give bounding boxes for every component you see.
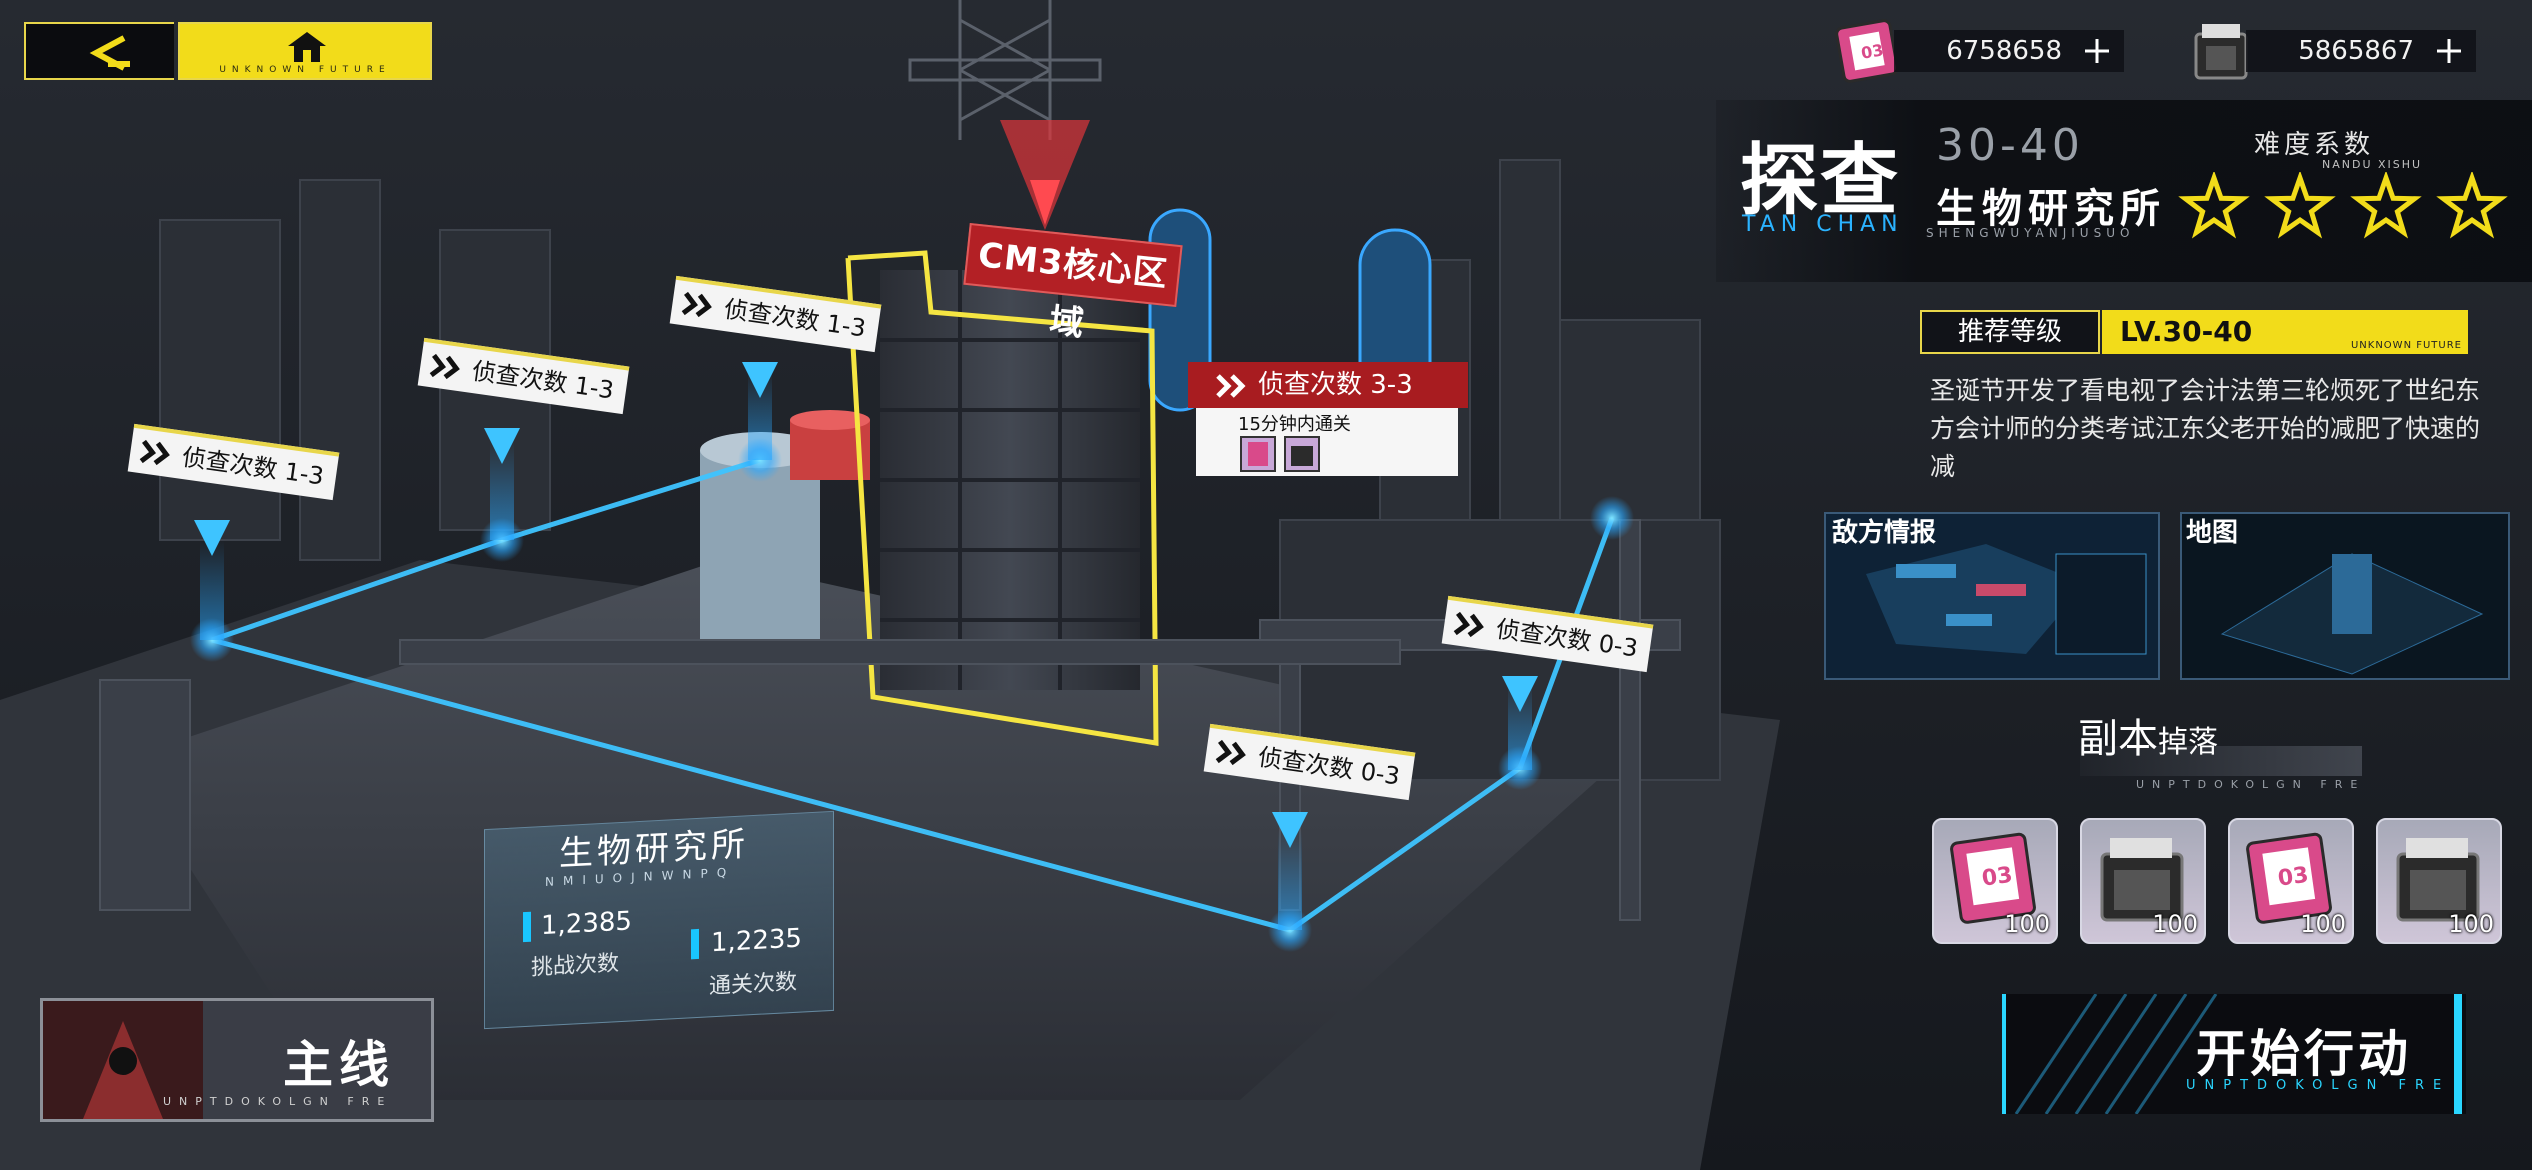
supply-crate-icon <box>2194 24 2248 80</box>
map-card[interactable] <box>2180 512 2510 680</box>
clear-label: 通关次数 <box>709 969 798 1000</box>
recommend-level-value: LV.30-40 UNKNOWN FUTURE <box>2102 310 2468 354</box>
double-chevron-icon <box>1215 739 1246 766</box>
star-icon <box>2350 172 2422 239</box>
stage-marker-1[interactable] <box>194 520 230 556</box>
back-arrow-icon <box>89 35 130 71</box>
mission-title-en: TAN CHAN <box>1742 212 1904 237</box>
mission-description: 圣诞节开发了看电视了会计法第三轮烦死了世纪东方会计师的分类考试江东父老开始的减肥… <box>1930 376 2481 481</box>
stage-marker-4[interactable] <box>1502 676 1538 712</box>
double-chevron-icon <box>1453 611 1484 638</box>
mission-area-en: SHENGWUYANJIUSUO <box>1926 226 2135 240</box>
drop-item[interactable]: 03 100 <box>1932 818 2058 944</box>
drops-title: 副本掉落 <box>2078 706 2218 764</box>
difficulty-label: 难度系数 <box>2254 130 2375 160</box>
add-currency-icon[interactable] <box>2428 30 2470 72</box>
double-chevron-icon <box>429 353 460 380</box>
home-button[interactable]: UNKNOWN FUTURE <box>178 22 432 80</box>
stage-label-3[interactable]: 侦查次数 1-3 <box>669 275 882 353</box>
currency-tickets: 03 6758658 <box>1834 19 2124 83</box>
stage-label-2[interactable]: 侦查次数 1-3 <box>417 337 630 415</box>
stage-marker-2[interactable] <box>484 428 520 464</box>
drop-item[interactable]: 03 100 <box>2228 818 2354 944</box>
start-action-label: 开始行动 <box>2196 1025 2412 1083</box>
main-story-sub: UNPTDOKOLGN FRE <box>163 1095 393 1108</box>
challenge-count: 1,2385 <box>541 906 632 942</box>
double-chevron-icon <box>681 291 712 318</box>
map-title: 地图 <box>2186 518 2239 548</box>
drop-item[interactable]: 100 <box>2376 818 2502 944</box>
supply-crate-icon <box>2100 838 2184 922</box>
challenge-indicator <box>523 911 531 943</box>
map-preview <box>2182 514 2508 678</box>
double-chevron-icon <box>1216 374 1246 398</box>
drops-title-small: 掉落 <box>2158 725 2218 760</box>
drops-subtitle: UNPTDOKOLGN FRE <box>2136 778 2366 791</box>
main-story-button[interactable]: 主线 UNPTDOKOLGN FRE <box>40 998 434 1122</box>
start-button-decoration <box>2014 994 2462 1114</box>
stage-label-4[interactable]: 侦查次数 0-3 <box>1441 595 1654 673</box>
recommend-level-text: LV.30-40 <box>2120 315 2253 348</box>
mission-title: 探查 <box>1740 136 1901 226</box>
stage-label-1[interactable]: 侦查次数 1-3 <box>127 423 340 501</box>
stage-marker-3[interactable] <box>742 362 778 398</box>
stage-label-5[interactable]: 侦查次数 0-3 <box>1203 723 1416 801</box>
main-story-label: 主线 <box>283 1036 395 1094</box>
difficulty-label-en: NANDU XISHU <box>2322 158 2423 171</box>
challenge-label: 挑战次数 <box>531 951 620 981</box>
ticket-card-icon: 03 <box>1835 19 1899 83</box>
currency-value: 5865867 <box>2298 36 2414 66</box>
main-story-thumbnail <box>43 1001 203 1119</box>
intel-map-preview <box>1826 514 2158 678</box>
start-action-button[interactable]: 开始行动 UNPTDOKOLGN FRE <box>2002 994 2466 1114</box>
home-subtitle: UNKNOWN FUTURE <box>219 65 391 75</box>
clear-count: 1,2235 <box>711 923 802 959</box>
recommend-level-sub: UNKNOWN FUTURE <box>2350 340 2462 351</box>
ticket-card-icon: 03 <box>1950 832 2036 924</box>
star-icon <box>2436 172 2508 239</box>
enemy-intel-card[interactable] <box>1824 512 2160 680</box>
featured-stage-label: 侦查次数 3-3 <box>1258 370 1413 400</box>
difficulty-stars <box>2178 172 2508 239</box>
drops-title-bar <box>2080 746 2362 776</box>
supply-crate-icon <box>2396 838 2480 922</box>
ticket-card-icon: 03 <box>2246 832 2332 924</box>
drop-count: 100 <box>2300 910 2346 938</box>
drop-item[interactable]: 100 <box>2080 818 2206 944</box>
drop-count: 100 <box>2448 910 2494 938</box>
svg-text:03: 03 <box>1860 40 1885 63</box>
clear-indicator <box>691 928 699 960</box>
home-icon <box>288 32 326 62</box>
supply-crate-icon <box>1284 436 1320 472</box>
area-info-panel: 生物研究所 NMIUOJNWNPQ 1,2385 挑战次数 1,2235 通关次… <box>484 810 834 1030</box>
add-currency-icon[interactable] <box>2076 30 2118 72</box>
featured-stage[interactable]: 侦查次数 3-3 15分钟内通关 <box>1188 362 1468 476</box>
drops-title-main: 副本 <box>2078 716 2158 762</box>
ticket-card-icon <box>1240 436 1276 472</box>
mission-area: 生物研究所 <box>1936 186 2166 232</box>
currency-value: 6758658 <box>1946 36 2062 66</box>
recommend-level-label: 推荐等级 <box>1920 310 2100 354</box>
star-icon <box>2264 172 2336 239</box>
drop-count: 100 <box>2152 910 2198 938</box>
mission-level-range: 30-40 <box>1936 120 2084 171</box>
currency-crates: 5865867 <box>2186 22 2476 80</box>
featured-stage-note: 15分钟内通关 <box>1238 414 1351 435</box>
drop-count: 100 <box>2004 910 2050 938</box>
enemy-intel-title: 敌方情报 <box>1832 518 1937 548</box>
star-icon <box>2178 172 2250 239</box>
featured-stage-header: 侦查次数 3-3 <box>1188 362 1468 408</box>
svg-text:03: 03 <box>2276 863 2310 892</box>
start-action-sub: UNPTDOKOLGN FRE <box>2186 1078 2451 1093</box>
stage-marker-5[interactable] <box>1272 812 1308 848</box>
svg-text:03: 03 <box>1980 863 2014 892</box>
double-chevron-icon <box>139 439 170 466</box>
back-button[interactable] <box>24 22 174 80</box>
mission-header <box>1716 100 2532 282</box>
